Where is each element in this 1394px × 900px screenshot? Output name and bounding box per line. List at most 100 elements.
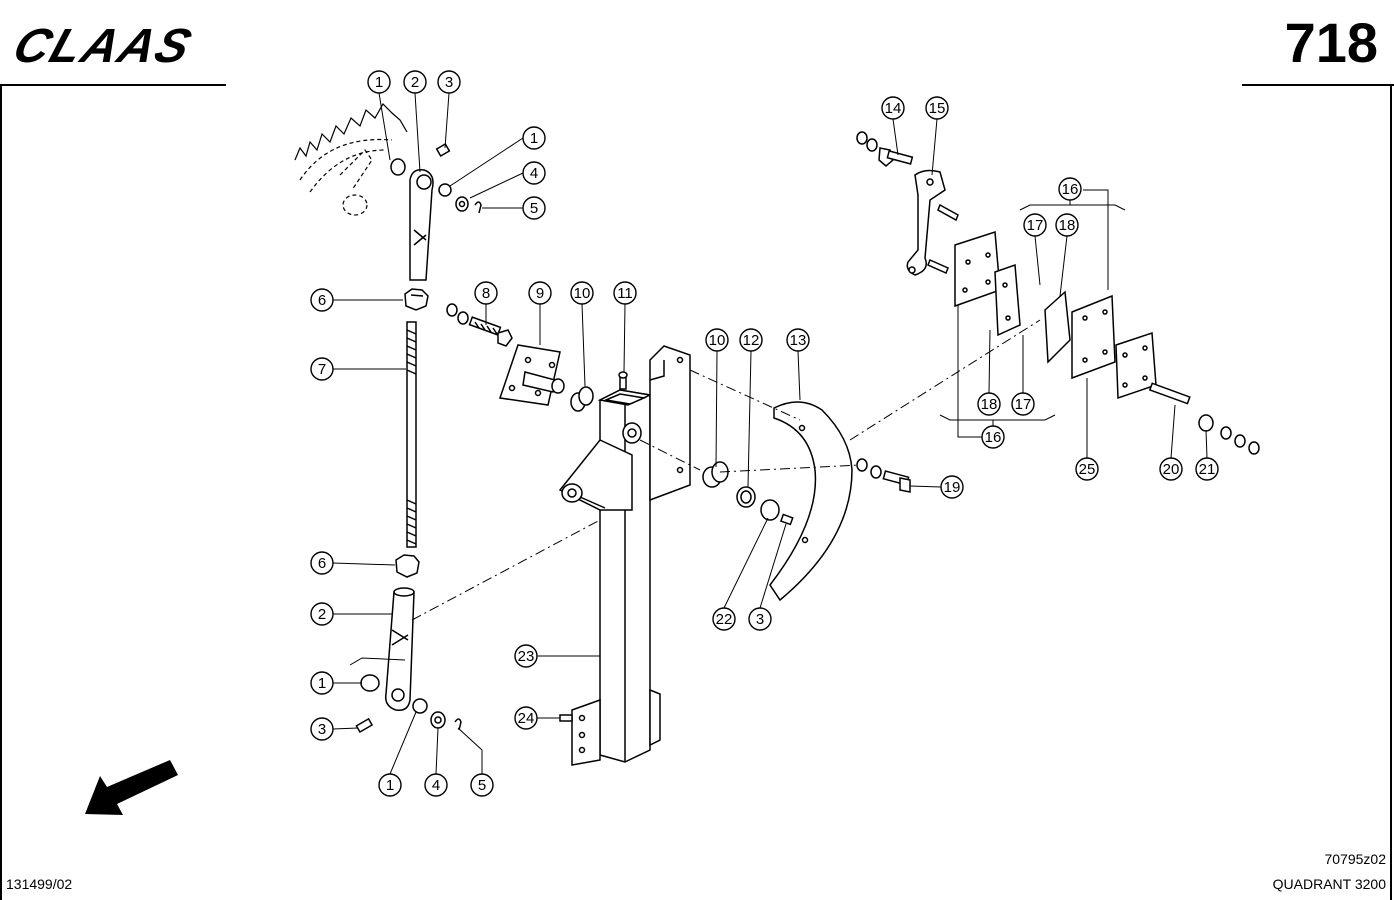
callout-label: 21	[1199, 461, 1216, 478]
callout-circle	[1159, 457, 1183, 481]
callout-label: 18	[1059, 217, 1076, 234]
callout-10: 10	[705, 328, 729, 352]
bolt-19	[856, 458, 911, 493]
bracket-15	[856, 131, 959, 276]
leader-lines	[332, 92, 1208, 775]
callout-circle	[403, 70, 427, 94]
callout-8: 8	[474, 281, 498, 305]
bushing-10	[570, 386, 594, 412]
callout-10: 10	[570, 281, 594, 305]
callout-5: 5	[470, 773, 494, 797]
callout-5: 5	[522, 196, 546, 220]
callout-circle	[1075, 457, 1099, 481]
callout-circle	[570, 281, 594, 305]
callout-label: 1	[386, 777, 394, 794]
callout-circle	[1058, 177, 1082, 201]
brand-logo: CLAAS	[7, 19, 200, 73]
callout-circle	[522, 196, 546, 220]
callout-circle	[514, 706, 538, 730]
upper-arm	[409, 168, 434, 281]
knife-blade	[769, 401, 853, 602]
callout-circle	[378, 773, 402, 797]
callout-label: 20	[1163, 461, 1180, 478]
callout-circle	[470, 773, 494, 797]
footer-code: 131499/02	[6, 876, 73, 892]
callout-circle	[981, 425, 1005, 449]
callout-circle	[522, 161, 546, 185]
callout-label: 17	[1015, 396, 1032, 413]
callout-23: 23	[514, 644, 538, 668]
page-number: 718	[1284, 11, 1378, 74]
callout-21: 21	[1195, 457, 1219, 481]
sprocket	[294, 103, 408, 216]
callout-1: 1	[378, 773, 402, 797]
callout-4: 4	[522, 161, 546, 185]
callout-4: 4	[424, 773, 448, 797]
callout-circle	[712, 607, 736, 631]
callout-label: 22	[716, 611, 733, 628]
drawing-code: 70795z02	[1324, 851, 1386, 867]
callout-label: 17	[1027, 217, 1044, 234]
callout-label: 2	[318, 606, 326, 623]
callout-17: 17	[1011, 392, 1035, 416]
wear-plate-16a	[954, 230, 1021, 337]
callout-circle	[977, 392, 1001, 416]
callout-9: 9	[528, 281, 552, 305]
callout-label: 1	[530, 130, 538, 147]
callout-circle	[1055, 213, 1079, 237]
callout-circle	[424, 773, 448, 797]
callout-22: 22	[712, 607, 736, 631]
callout-circle	[748, 607, 772, 631]
callout-3: 3	[437, 70, 461, 94]
callout-1: 1	[522, 126, 546, 150]
hex-nut-upper	[404, 288, 429, 311]
threaded-rod	[406, 321, 417, 548]
callout-label: 18	[981, 396, 998, 413]
callout-label: 5	[478, 777, 486, 794]
callout-label: 10	[709, 332, 726, 349]
callout-label: 9	[536, 285, 544, 302]
callout-label: 16	[985, 429, 1002, 446]
wear-plate-18-25	[1044, 290, 1260, 455]
callout-circle	[437, 70, 461, 94]
callout-label: 3	[445, 74, 453, 91]
callout-label: 25	[1079, 461, 1096, 478]
callout-label: 3	[318, 721, 326, 738]
callout-label: 15	[929, 100, 946, 117]
callout-6: 6	[310, 288, 334, 312]
callout-circle	[1195, 457, 1219, 481]
callout-label: 3	[756, 611, 764, 628]
callout-circle	[940, 475, 964, 499]
callout-24: 24	[514, 706, 538, 730]
callout-label: 24	[518, 710, 535, 727]
callout-label: 10	[574, 285, 591, 302]
callout-7: 7	[310, 357, 334, 381]
callout-2: 2	[310, 602, 334, 626]
callout-circle	[705, 328, 729, 352]
callout-label: 23	[518, 648, 535, 665]
callout-14: 14	[881, 96, 905, 120]
callout-label: 16	[1062, 181, 1079, 198]
callout-circle	[1023, 213, 1047, 237]
callout-label: 8	[482, 285, 490, 302]
callout-label: 6	[318, 292, 326, 309]
callout-circle	[613, 281, 637, 305]
bushing-top	[390, 143, 482, 214]
callout-3: 3	[748, 607, 772, 631]
callout-circle	[474, 281, 498, 305]
callout-circle	[514, 644, 538, 668]
callout-13: 13	[786, 328, 810, 352]
callout-label: 4	[530, 165, 538, 182]
bolt-24	[559, 714, 573, 722]
callout-17: 17	[1023, 213, 1047, 237]
callout-circle	[310, 602, 334, 626]
callout-18: 18	[977, 392, 1001, 416]
callout-label: 14	[885, 100, 902, 117]
callout-circle	[739, 328, 763, 352]
callout-circle	[522, 126, 546, 150]
frame-post	[558, 345, 691, 766]
group-brackets	[939, 189, 1126, 421]
callout-circle	[1011, 392, 1035, 416]
callout-19: 19	[940, 475, 964, 499]
